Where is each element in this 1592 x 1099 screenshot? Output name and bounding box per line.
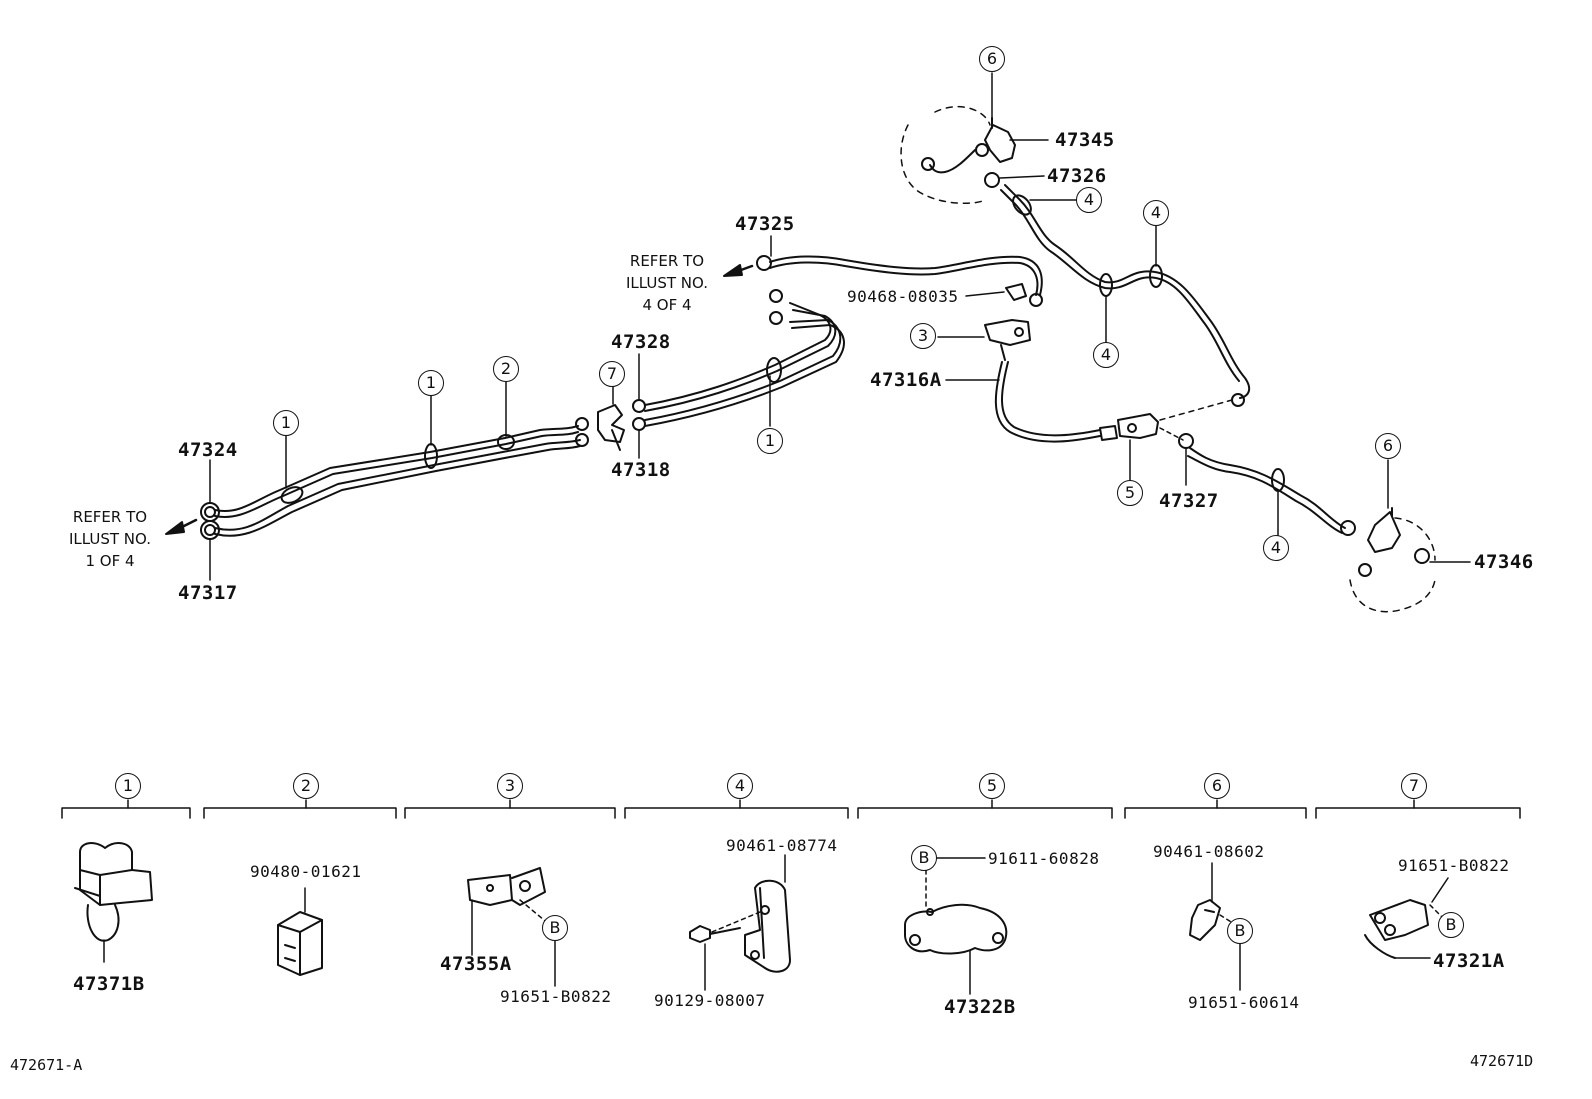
part-number-47345[interactable]: 47345 [1055, 129, 1115, 151]
main-brake-tube-bundle [200, 417, 589, 540]
leader-lines-top [209, 72, 1471, 581]
upper-right-brake-tube [984, 172, 1251, 399]
callout-4-a: 4 [1076, 187, 1102, 213]
refer-line: ILLUST NO. [68, 530, 151, 548]
callout-5: 5 [1117, 480, 1143, 506]
three-way-union-5 [1117, 393, 1245, 449]
b-marker-group-5: B [911, 845, 937, 871]
bracket-3-and-flex-hose [984, 319, 1118, 443]
callout-7: 7 [599, 361, 625, 387]
part-number-91651-b0822-group-7[interactable]: 91651-B0822 [1398, 856, 1510, 875]
part-number-47316a[interactable]: 47316A [870, 369, 942, 391]
part-number-47371b[interactable]: 47371B [73, 973, 145, 995]
part-number-91651-b0822-group-3[interactable]: 91651-B0822 [500, 987, 612, 1006]
part-number-47322b[interactable]: 47322B [944, 996, 1016, 1018]
part-clamp-47371b [74, 842, 153, 963]
refer-to-illust-1: REFER TO ILLUST NO. 1 OF 4 [55, 506, 165, 572]
part-number-90480-01621[interactable]: 90480-01621 [250, 862, 362, 881]
part-number-90129-08007[interactable]: 90129-08007 [654, 991, 766, 1010]
upper-brake-tube [756, 255, 1043, 307]
callout-1-right: 1 [757, 428, 783, 454]
refer-line: 4 OF 4 [642, 296, 692, 314]
refer-to-illust-4: REFER TO ILLUST NO. 4 OF 4 [612, 250, 722, 316]
part-bracket-47321a [1364, 877, 1449, 959]
junction-bracket-7 [597, 399, 646, 451]
part-number-47326[interactable]: 47326 [1047, 165, 1107, 187]
b-marker-group-7: B [1438, 912, 1464, 938]
illustration-code-right: 472671D [1470, 1052, 1534, 1070]
part-number-47318[interactable]: 47318 [611, 459, 671, 481]
callout-2: 2 [493, 356, 519, 382]
part-number-47324[interactable]: 47324 [178, 439, 238, 461]
callout-1-mid: 1 [418, 370, 444, 396]
refer-line: REFER TO [72, 508, 148, 526]
group-header-4: 4 [727, 773, 753, 799]
upper-wheel-area [900, 105, 1016, 205]
part-number-47325[interactable]: 47325 [735, 213, 795, 235]
part-number-47355a[interactable]: 47355A [440, 953, 512, 975]
part-number-90461-08602[interactable]: 90461-08602 [1153, 842, 1265, 861]
group-header-1: 1 [115, 773, 141, 799]
part-number-47327[interactable]: 47327 [1159, 490, 1219, 512]
part-bracket-90461 [689, 854, 791, 991]
callout-4-b: 4 [1143, 200, 1169, 226]
callout-3: 3 [910, 323, 936, 349]
part-number-91651-60614[interactable]: 91651-60614 [1188, 993, 1300, 1012]
group-header-5: 5 [979, 773, 1005, 799]
center-brake-tubes [644, 289, 845, 427]
part-number-47346[interactable]: 47346 [1474, 551, 1534, 573]
refer-line: ILLUST NO. [625, 274, 708, 292]
group-header-6: 6 [1204, 773, 1230, 799]
callout-1-left: 1 [273, 410, 299, 436]
b-marker-group-6: B [1227, 918, 1253, 944]
part-union-47322b [904, 857, 1008, 995]
part-clamp-90480 [277, 887, 323, 976]
lower-right-brake-tube [1187, 447, 1356, 536]
group-header-7: 7 [1401, 773, 1427, 799]
callout-6-lower: 6 [1375, 433, 1401, 459]
b-marker-group-3: B [542, 915, 568, 941]
callout-4-c: 4 [1093, 342, 1119, 368]
illustration-code-left: 472671-A [10, 1056, 83, 1074]
part-number-47328[interactable]: 47328 [611, 331, 671, 353]
group-header-2: 2 [293, 773, 319, 799]
group-brackets [61, 799, 1521, 819]
part-number-47317[interactable]: 47317 [178, 582, 238, 604]
group-header-3: 3 [497, 773, 523, 799]
callout-4-d: 4 [1263, 535, 1289, 561]
refer-line: REFER TO [629, 252, 705, 270]
lower-wheel-area [1349, 507, 1436, 613]
refer-line: 1 OF 4 [85, 552, 135, 570]
part-number-91611-60828[interactable]: 91611-60828 [988, 849, 1100, 868]
part-number-47321a[interactable]: 47321A [1433, 950, 1505, 972]
callout-6-upper: 6 [979, 46, 1005, 72]
part-number-90461-08774[interactable]: 90461-08774 [726, 836, 838, 855]
part-number-90468-08035[interactable]: 90468-08035 [847, 287, 959, 306]
